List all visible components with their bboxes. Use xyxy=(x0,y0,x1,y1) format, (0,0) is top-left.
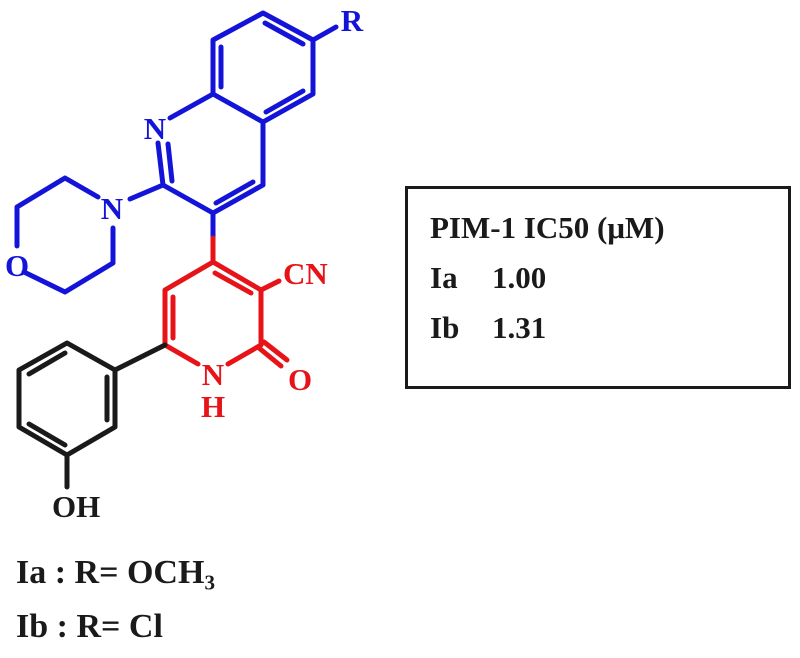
lactam-nitrogen-label: N xyxy=(202,357,224,392)
quinoline-nitrogen-label: N xyxy=(144,111,166,146)
carbonyl-oxygen-label: O xyxy=(288,362,312,397)
red-atom-labels: CN O N H xyxy=(201,256,328,424)
hydroxyl-label: OH xyxy=(52,489,100,524)
blue-double-bond-inner-lines xyxy=(165,20,306,206)
compound-id: Ib xyxy=(430,310,460,345)
black-atom-labels: OH xyxy=(52,489,100,524)
phenol-bonds xyxy=(16,340,168,490)
quinoline-morpholine-bonds xyxy=(14,10,339,295)
ic50-value: 1.31 xyxy=(492,310,547,345)
blue-atom-labels: R N N O xyxy=(5,3,364,283)
red-single-bonds xyxy=(162,235,282,367)
pim1-results-box: PIM-1 IC50 (μM) Ia 1.00 Ib 1.31 xyxy=(405,186,791,389)
nitrile-label: CN xyxy=(283,256,328,291)
morpholine-nitrogen-label: N xyxy=(101,191,123,226)
caption-ia-subscript: 3 xyxy=(204,570,215,595)
blue-single-bonds xyxy=(14,10,339,295)
ic50-value: 1.00 xyxy=(492,260,547,295)
r-group-label: R xyxy=(341,3,364,38)
lactam-hydrogen-label: H xyxy=(201,389,225,424)
caption-compound-ib: Ib : R= Cl xyxy=(16,608,163,645)
pyridinone-bonds xyxy=(162,235,290,369)
caption-compound-ia: Ia : R= OCH3 xyxy=(16,554,215,595)
results-box-title: PIM-1 IC50 (μM) xyxy=(430,210,665,245)
morpholine-oxygen-label: O xyxy=(5,248,29,283)
caption-ia-text: Ia : R= OCH xyxy=(16,554,205,591)
results-row-ib: Ib 1.31 xyxy=(430,303,788,353)
results-row-ia: Ia 1.00 xyxy=(430,253,788,303)
compound-id: Ia xyxy=(430,260,458,295)
red-double-bond-inner-lines xyxy=(170,270,290,369)
black-double-bond-inner-lines xyxy=(26,350,110,448)
black-single-bonds xyxy=(16,340,168,490)
